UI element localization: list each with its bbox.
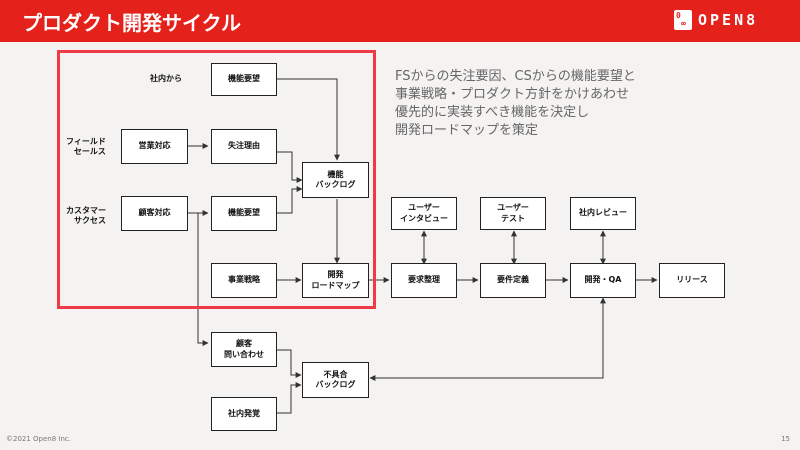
box-bug-backlog: 不具合 バックログ [302, 362, 369, 398]
box-lost-reason: 失注理由 [211, 129, 277, 164]
page-number: 15 [781, 435, 790, 443]
header-bar: プロダクト開発サイクル 0 ∞ OPEN8 [0, 0, 800, 42]
row-label-field-sales: フィールド セールス [66, 137, 106, 157]
box-release: リリース [659, 263, 725, 298]
box-specification: 要件定義 [480, 263, 546, 298]
box-user-interview: ユーザー インタビュー [391, 197, 457, 230]
note-line: 開発ロードマップを策定 [395, 123, 539, 138]
box-dev-roadmap: 開発 ロードマップ [302, 263, 369, 298]
box-feature-request-customer: 機能要望 [211, 196, 277, 231]
strategy-highlight-frame [57, 50, 376, 309]
strategy-note: FSからの失注要因、CSからの機能要望と 事業戦略・プロダクト方針をかけあわせ … [395, 68, 636, 140]
box-customer-inquiry: 顧客 問い合わせ [211, 332, 277, 367]
box-requirements: 要求整理 [391, 263, 457, 298]
box-internal-discovery: 社内発覚 [211, 397, 277, 431]
box-feature-backlog: 機能 バックログ [302, 162, 369, 198]
logo-text: OPEN8 [698, 11, 759, 29]
note-line: 事業戦略・プロダクト方針をかけあわせ [395, 87, 630, 102]
box-business-strategy: 事業戦略 [211, 263, 277, 298]
box-sales-response: 営業対応 [121, 129, 188, 164]
row-label-customer-success: カスタマー サクセス [66, 206, 106, 226]
row-label-internal: 社内から [150, 74, 182, 83]
note-line: FSからの失注要因、CSからの機能要望と [395, 69, 636, 84]
box-feature-request-internal: 機能要望 [211, 63, 277, 96]
box-user-test: ユーザー テスト [480, 197, 546, 230]
box-customer-response: 顧客対応 [121, 196, 188, 231]
page-title: プロダクト開発サイクル [22, 11, 241, 35]
copyright: ©2021 Open8 Inc. [6, 435, 71, 443]
note-line: 優先的に実装すべき機能を決定し [395, 105, 590, 120]
box-internal-review: 社内レビュー [570, 197, 636, 230]
logo-mark-icon: 0 ∞ [674, 10, 692, 30]
box-dev-qa: 開発・QA [570, 263, 636, 298]
